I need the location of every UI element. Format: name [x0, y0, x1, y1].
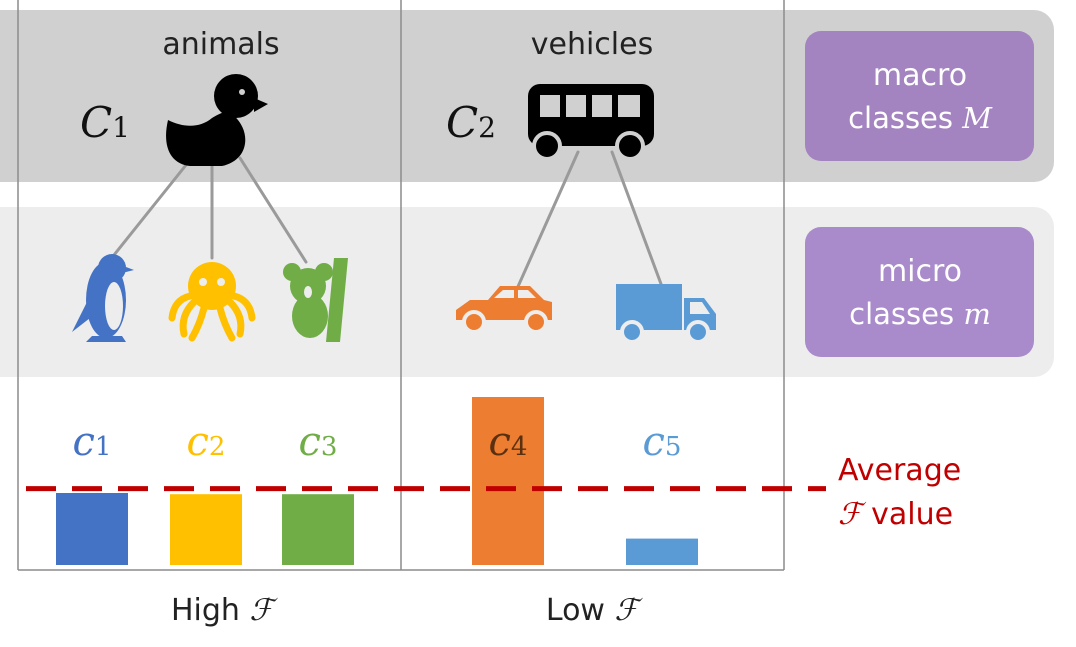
macro-symbol-letter: C — [446, 98, 478, 147]
octopus-icon — [168, 262, 256, 342]
low-f-symbol: ℱ — [615, 593, 644, 628]
micro-legend-box — [805, 227, 1034, 357]
bar-label-c5: c5 — [643, 419, 682, 465]
micro-legend-var: m — [963, 297, 991, 331]
macro-legend-var: M — [961, 101, 993, 135]
car-window — [494, 290, 536, 298]
bar-c1 — [56, 493, 128, 565]
bar-c4 — [472, 397, 544, 565]
bar-c2 — [170, 494, 242, 565]
macro-symbol-letter: C — [80, 98, 112, 147]
bus-icon — [528, 84, 654, 161]
macro-legend-word: classes — [848, 101, 953, 135]
bar-label-letter: c — [643, 419, 665, 465]
duck-icon — [166, 74, 268, 166]
macro-symbol-subscript: 1 — [112, 111, 130, 144]
penguin-belly — [105, 282, 123, 330]
bar-c3 — [282, 494, 354, 565]
bar-c5 — [626, 538, 698, 565]
macro-symbol-subscript: 2 — [478, 111, 496, 144]
f-value-bars — [56, 397, 698, 565]
koala-nose — [304, 286, 312, 298]
macro-class-symbol-1: C1 — [80, 98, 130, 147]
macro-legend-title: macro — [873, 58, 967, 93]
bar-label-letter: c — [187, 419, 209, 465]
macro-band — [0, 10, 1054, 182]
high-f-symbol: ℱ — [249, 593, 278, 628]
micro-legend-word: classes — [849, 297, 954, 331]
average-label: Average — [838, 453, 961, 488]
low-f-label: Low ℱ — [546, 593, 644, 628]
duck-eye — [239, 89, 245, 95]
column-frame — [17, 0, 785, 571]
bar-label-subscript: 4 — [511, 432, 528, 462]
high-f-text: High — [171, 593, 250, 628]
bar-label-c2: c2 — [187, 419, 226, 465]
bar-label-c4: c4 — [489, 419, 528, 465]
macro-group-label-animals: animals — [162, 27, 279, 62]
average-f-symbol: ℱ — [838, 497, 867, 532]
macro-class-symbol-2: C2 — [446, 98, 496, 147]
hierarchy-edges — [108, 150, 666, 302]
average-value-word: value — [871, 497, 953, 532]
macro-legend-box — [805, 31, 1034, 161]
bar-label-c1: c1 — [73, 419, 112, 465]
macro-classes-legend: macro classes M — [805, 31, 1034, 161]
micro-legend-title: micro — [878, 254, 962, 289]
bar-label-c3: c3 — [299, 419, 338, 465]
bar-label-letter: c — [489, 419, 511, 465]
truck-window — [690, 302, 710, 314]
micro-classes-legend: micro classes m — [805, 227, 1034, 357]
bar-label-letter: c — [73, 419, 95, 465]
micro-legend-subtitle: classes m — [849, 297, 991, 331]
bar-label-subscript: 5 — [665, 432, 682, 462]
bar-label-letter: c — [299, 419, 321, 465]
low-f-text: Low — [546, 593, 615, 628]
macro-legend-subtitle: classes M — [848, 101, 993, 135]
macro-group-label-vehicles: vehicles — [531, 27, 653, 62]
average-value-label: ℱ value — [838, 497, 953, 532]
bar-label-subscript: 1 — [95, 432, 112, 462]
high-f-label: High ℱ — [171, 593, 279, 628]
bar-label-subscript: 2 — [209, 432, 226, 462]
bar-label-subscript: 3 — [321, 432, 338, 462]
